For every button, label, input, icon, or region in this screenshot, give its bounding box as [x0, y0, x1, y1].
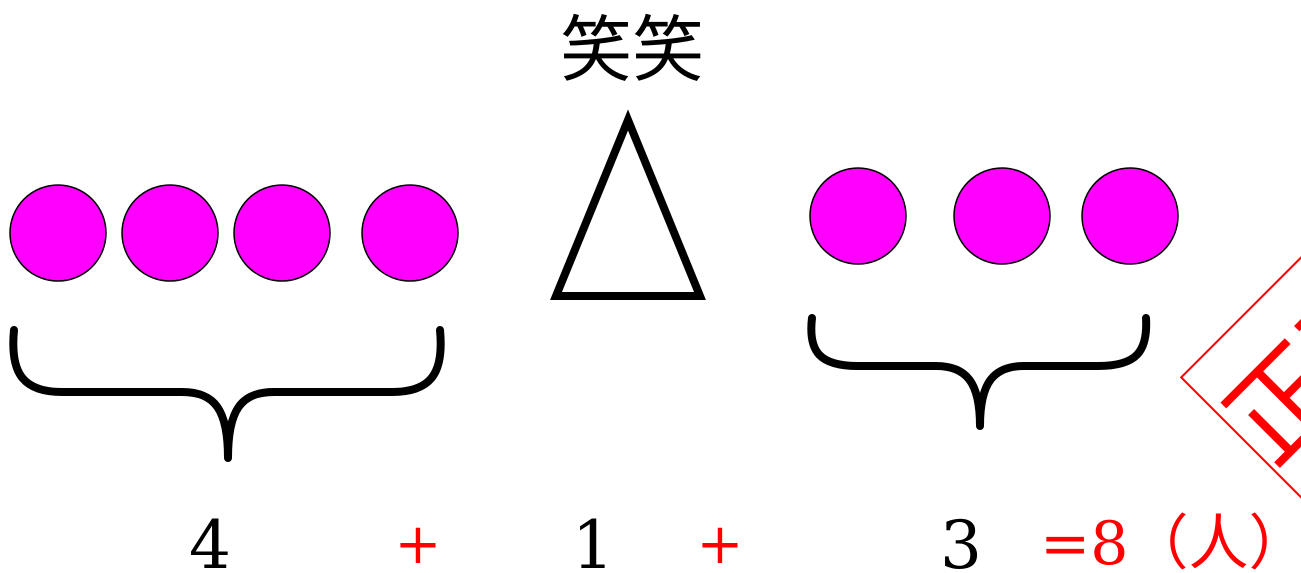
left-dot [9, 184, 107, 282]
left-count-label: 4 [189, 507, 231, 573]
left-dot [121, 184, 219, 282]
plus-sign-2: + [697, 512, 744, 573]
right-dot [1081, 167, 1179, 265]
right-count-label: 3 [940, 507, 982, 573]
stamp-mark: 正确 [1179, 220, 1301, 521]
stamp-border [1179, 220, 1301, 521]
center-count-label: 1 [572, 507, 614, 573]
center-triangle [550, 109, 706, 300]
right-brace [807, 314, 1151, 430]
stamp-text: 正确 [1201, 242, 1301, 488]
plus-sign-1: + [395, 512, 442, 573]
left-dot [233, 184, 331, 282]
left-dot-group [9, 184, 459, 282]
equation-result: =8（人） [1040, 509, 1301, 573]
right-dot [809, 167, 907, 265]
left-dot [361, 184, 459, 282]
title-text: 笑笑 [560, 8, 704, 92]
right-dot [953, 167, 1051, 265]
right-dot-group [809, 167, 1179, 265]
left-brace [9, 326, 445, 462]
